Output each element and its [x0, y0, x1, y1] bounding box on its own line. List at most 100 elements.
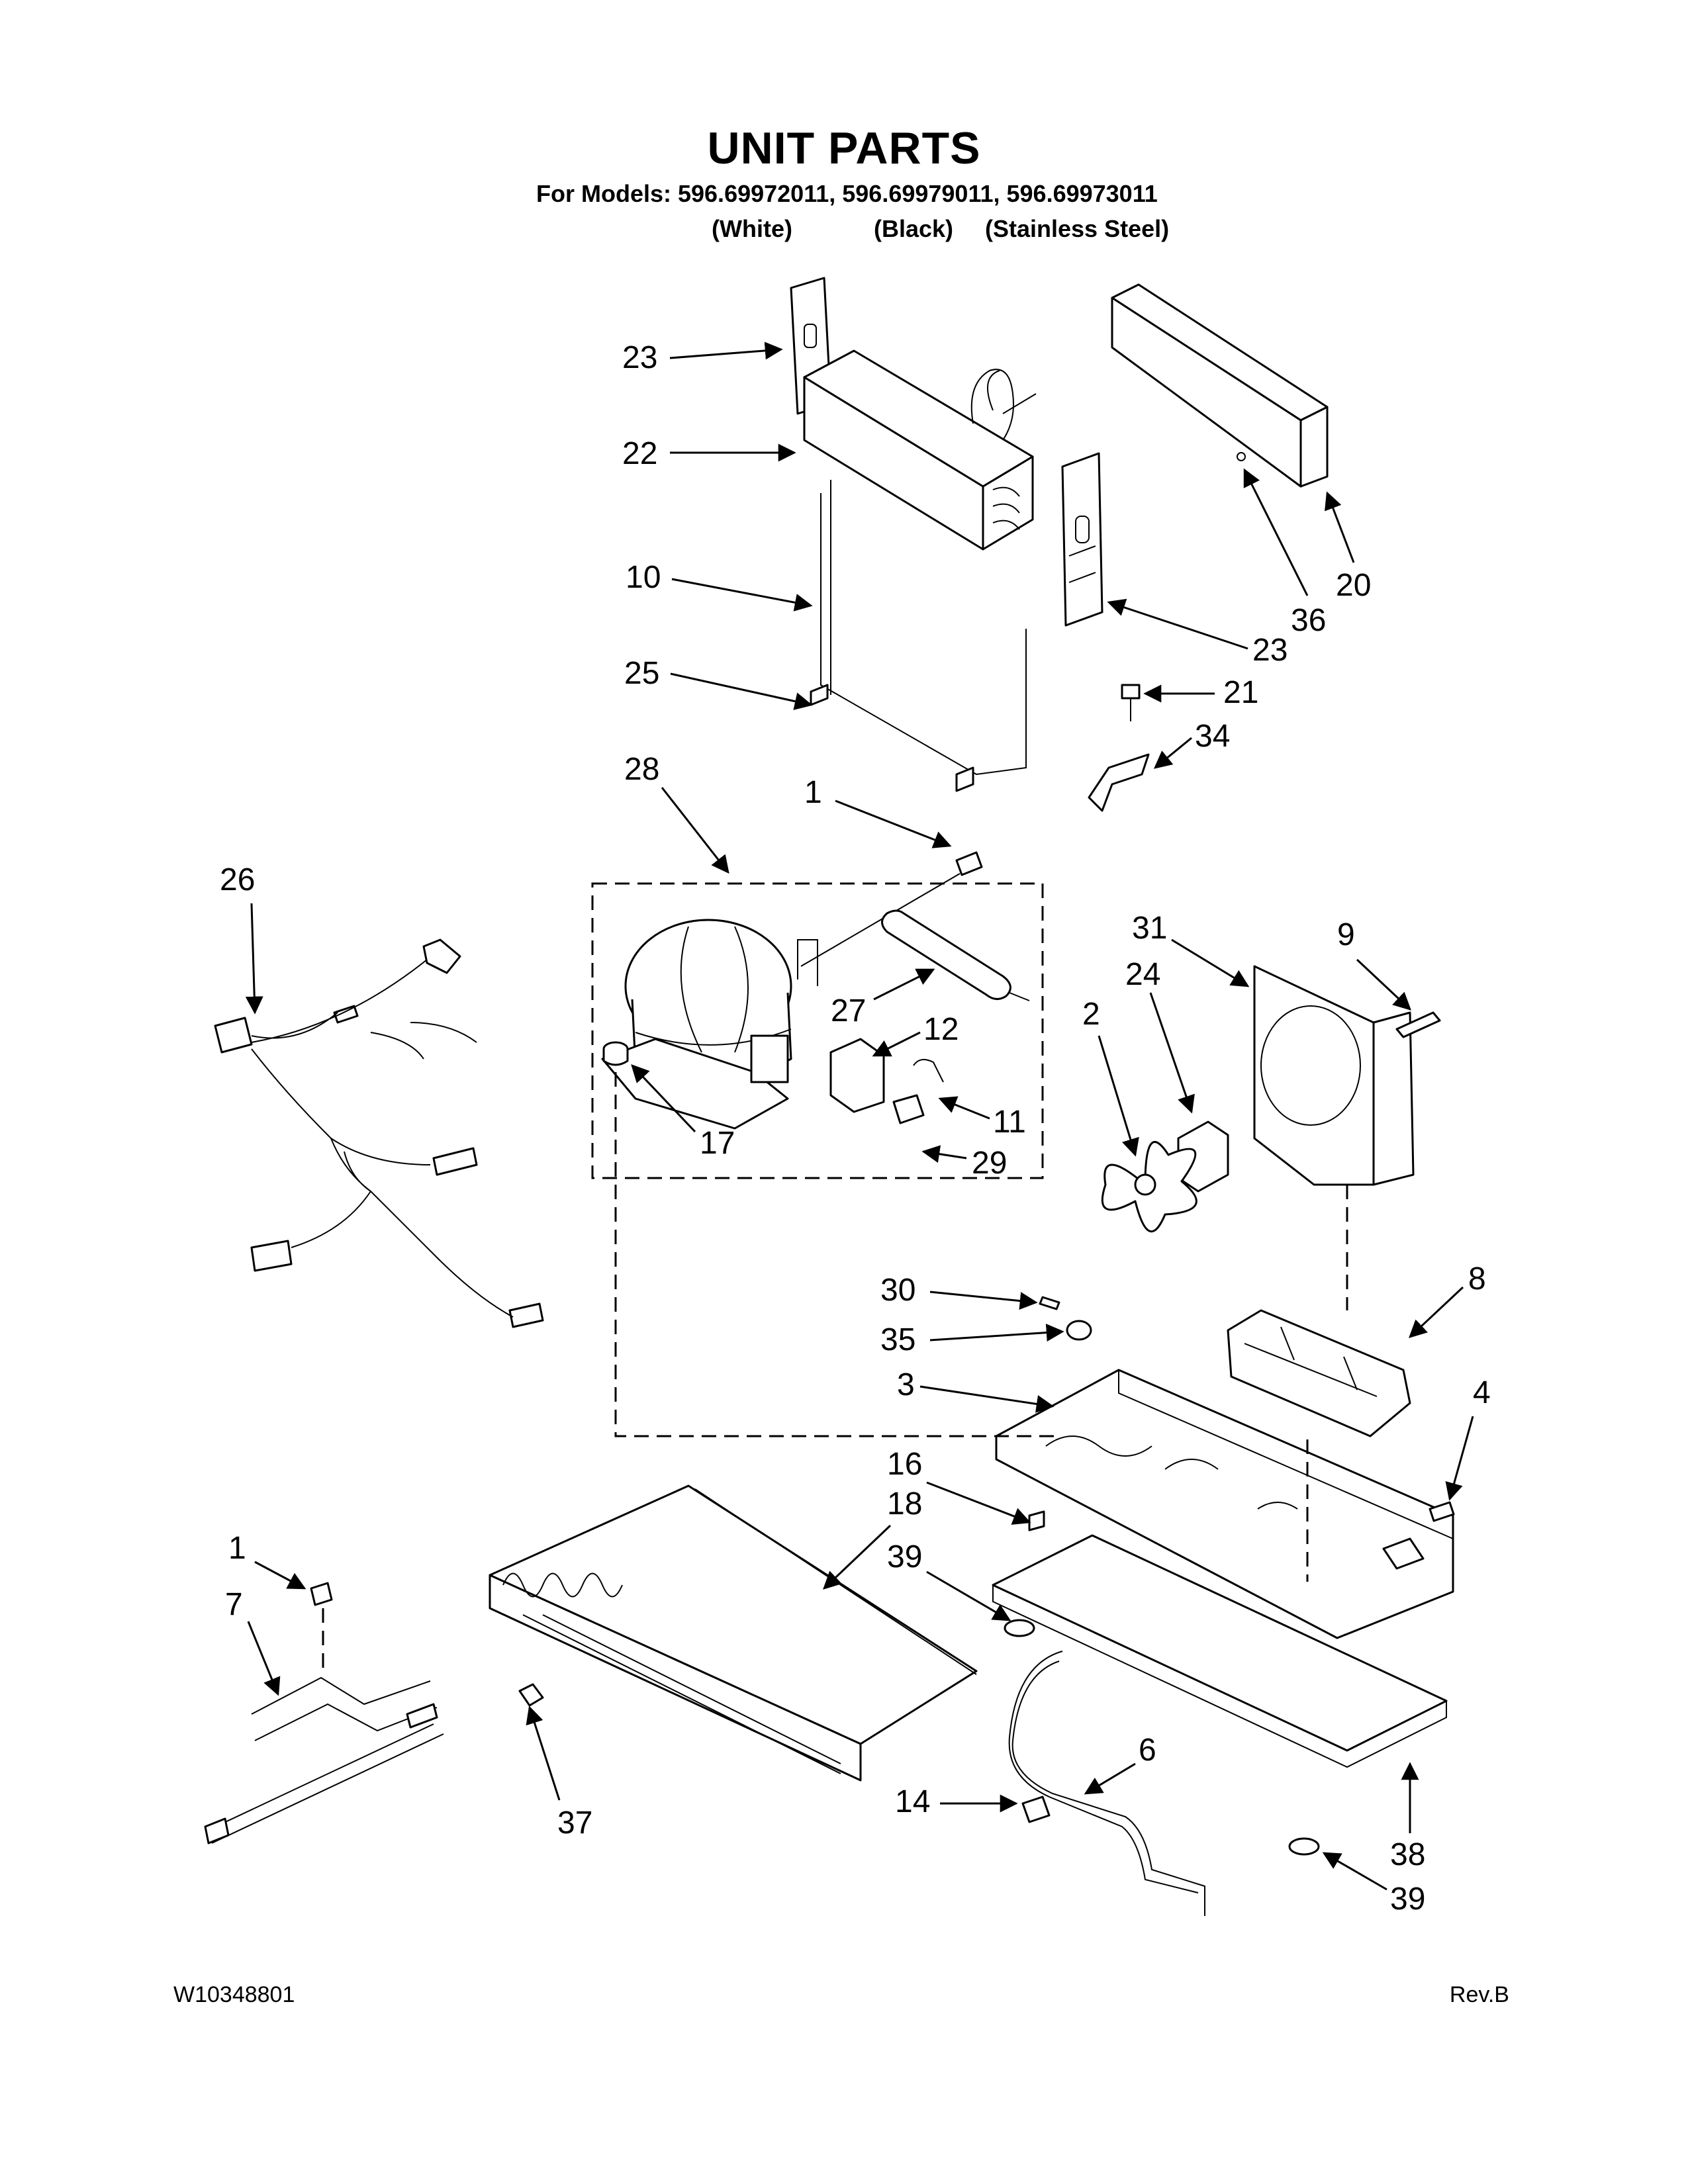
evaporator [803, 349, 1037, 551]
callout-1: 1 [804, 775, 952, 848]
callout-37: 37 [526, 1706, 592, 1841]
drier [881, 909, 1030, 1001]
variant-stainless: (Stainless Steel) [985, 215, 1170, 242]
relay [829, 1038, 885, 1113]
connector-14 [1021, 1796, 1051, 1823]
screw-4 [1429, 1501, 1455, 1522]
guide-line [614, 1072, 1059, 1437]
callout-1b: 1 [228, 1531, 306, 1590]
overload-cover [892, 1094, 925, 1124]
compressor-assembly-box [591, 882, 1044, 1179]
svg-text:39: 39 [887, 1539, 922, 1574]
foot-39-right [1288, 1837, 1320, 1856]
foot-39-left [1004, 1619, 1035, 1637]
svg-text:22: 22 [622, 436, 657, 471]
callout-18: 18 [823, 1486, 922, 1590]
variant-black: (Black) [874, 215, 954, 242]
condenser-fan-shroud [1253, 965, 1415, 1186]
doc-number: W10348801 [173, 1982, 295, 2007]
svg-text:1: 1 [804, 775, 822, 810]
screw-9 [1395, 1011, 1441, 1038]
callout-3: 3 [897, 1367, 1055, 1413]
callout-24: 24 [1125, 957, 1195, 1114]
callout-34: 34 [1153, 719, 1230, 769]
compressor [601, 919, 818, 1130]
revision-label: Rev.B [1449, 1982, 1509, 2007]
svg-text:7: 7 [225, 1587, 243, 1622]
svg-text:36: 36 [1291, 603, 1326, 638]
wire-harness-7 [204, 1676, 444, 1844]
svg-text:30: 30 [880, 1273, 915, 1308]
svg-text:16: 16 [887, 1447, 922, 1482]
svg-text:12: 12 [923, 1012, 959, 1047]
bracket-34 [1088, 753, 1150, 812]
callout-14: 14 [895, 1784, 1018, 1819]
svg-text:24: 24 [1125, 957, 1160, 992]
callout-28: 28 [624, 752, 729, 874]
bracket-8 [1227, 1309, 1411, 1437]
svg-text:26: 26 [220, 862, 255, 897]
callout-9: 9 [1337, 917, 1411, 1011]
clip-37 [518, 1683, 544, 1707]
defrost-heater [810, 480, 1027, 792]
callout-10: 10 [626, 560, 813, 612]
screw-16 [1028, 1510, 1045, 1531]
svg-text:9: 9 [1337, 917, 1355, 952]
svg-text:10: 10 [626, 560, 661, 595]
svg-text:1: 1 [228, 1531, 246, 1566]
screw-1-top [800, 851, 983, 967]
callout-39b: 39 [1322, 1852, 1425, 1917]
svg-text:23: 23 [622, 340, 657, 375]
svg-text:2: 2 [1082, 997, 1100, 1032]
callout-7: 7 [225, 1587, 281, 1696]
svg-text:34: 34 [1195, 719, 1230, 754]
callout-21: 21 [1143, 675, 1258, 710]
screw-21 [1121, 684, 1141, 721]
callout-30: 30 [880, 1273, 1038, 1310]
callout-6: 6 [1084, 1733, 1156, 1795]
callout-23: 23 [622, 340, 783, 375]
callout-27: 27 [831, 968, 935, 1028]
svg-text:31: 31 [1132, 911, 1167, 946]
drain-tube-6 [1008, 1651, 1205, 1916]
screw-1-bottom [310, 1582, 333, 1668]
callout-35: 35 [880, 1322, 1064, 1357]
bushing-30 [1039, 1296, 1060, 1310]
callout-11: 11 [938, 1096, 1026, 1140]
drain-pan-38 [992, 1534, 1448, 1768]
svg-text:21: 21 [1223, 675, 1258, 710]
page-title: UNIT PARTS [707, 123, 981, 173]
svg-text:4: 4 [1473, 1375, 1491, 1410]
callout-12: 12 [872, 1012, 959, 1057]
condenser-fan-blade [1101, 1141, 1197, 1233]
callout-16: 16 [887, 1447, 1031, 1525]
overload-clip [913, 1059, 944, 1083]
svg-text:25: 25 [624, 656, 659, 691]
evaporator-cover [1111, 283, 1329, 488]
base-pan [995, 1369, 1454, 1639]
callout-2: 2 [1082, 997, 1139, 1157]
svg-text:20: 20 [1336, 568, 1371, 603]
svg-text:3: 3 [897, 1367, 915, 1402]
grommet-35 [1066, 1320, 1092, 1341]
callouts: 23 22 10 25 20 36 23 21 34 28 1 26 27 12… [220, 340, 1491, 1917]
svg-text:23: 23 [1252, 633, 1288, 668]
callout-25: 25 [624, 656, 813, 710]
svg-text:35: 35 [880, 1322, 915, 1357]
svg-text:27: 27 [831, 993, 866, 1028]
svg-text:18: 18 [887, 1486, 922, 1522]
variant-white: (White) [712, 215, 792, 242]
callout-39: 39 [887, 1539, 1011, 1621]
grommet [602, 1041, 629, 1066]
callout-17: 17 [631, 1064, 735, 1161]
svg-text:39: 39 [1390, 1882, 1425, 1917]
callout-36: 36 [1243, 468, 1326, 638]
svg-text:8: 8 [1468, 1261, 1486, 1297]
svg-text:37: 37 [557, 1805, 592, 1841]
callout-4: 4 [1445, 1375, 1491, 1501]
callout-38: 38 [1390, 1762, 1425, 1872]
callout-22: 22 [622, 436, 796, 471]
svg-text:14: 14 [895, 1784, 930, 1819]
callout-29: 29 [921, 1145, 1007, 1181]
